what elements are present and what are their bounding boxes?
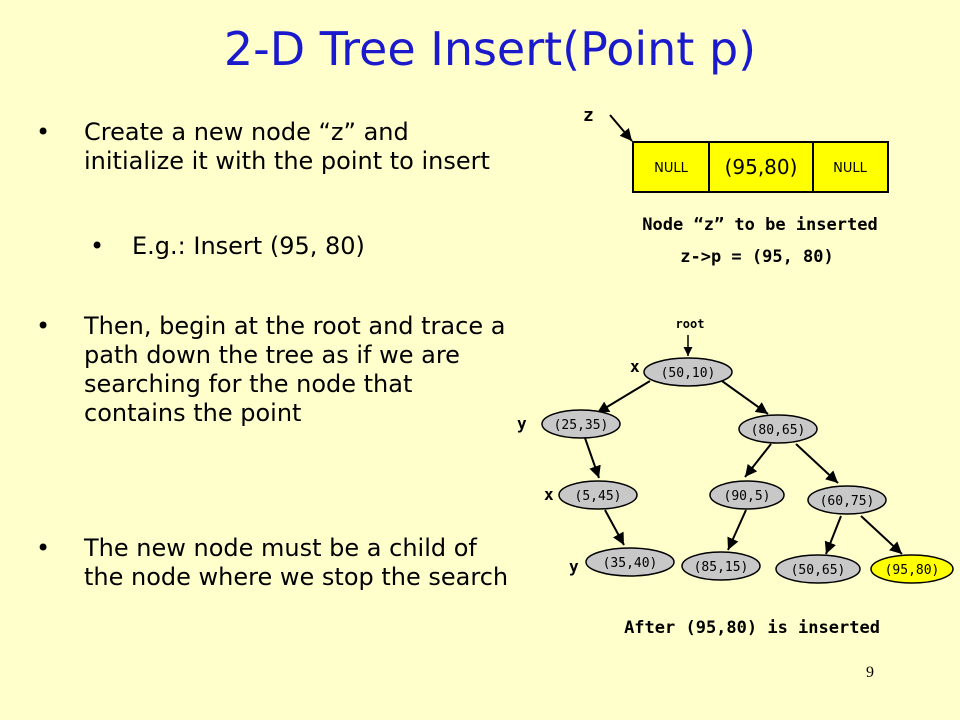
tree-node-label: (50,65) [791, 563, 846, 578]
edge-60-75-to-95-80 [860, 515, 903, 555]
edge-25-35-to-5-45 [584, 437, 601, 479]
tree-node-50-65 [775, 554, 861, 584]
bullet-text: The new node must be a child of the node… [84, 534, 509, 591]
pointer-z-arrow [609, 114, 633, 142]
tree-node-label: (5,45) [575, 489, 622, 504]
tree-node-60-75 [807, 485, 887, 515]
level-label-x: x [630, 357, 640, 376]
edge-90-5-to-85-15 [727, 509, 747, 551]
edge-80-65-to-90-5 [744, 443, 772, 478]
node-z-point: (95,80) [725, 155, 798, 179]
pointer-z-label: z [583, 105, 594, 126]
tree-node-label: (60,75) [820, 494, 875, 509]
tree-node-90-5 [709, 480, 785, 510]
edge-50-10-to-80-65 [721, 380, 769, 415]
tree-node-label: (35,40) [603, 556, 658, 571]
node-z-caption-2: z->p = (95, 80) [680, 247, 834, 267]
edge-60-75-to-50-65 [824, 515, 842, 555]
bullet-dot: • [36, 534, 51, 562]
node-z-left-null: NULL [654, 161, 688, 176]
tree-caption: After (95,80) is inserted [624, 618, 880, 638]
tree-node-label: (90,5) [724, 489, 771, 504]
edge-80-65-to-60-75 [795, 443, 839, 484]
bullet-dot: • [36, 312, 51, 340]
tree-node-label: (80,65) [751, 423, 806, 438]
tree-node-95-80-new [870, 554, 954, 584]
level-label-y: y [569, 557, 579, 576]
node-z-caption-1: Node “z” to be inserted [642, 215, 877, 235]
edge-50-10-to-25-35 [596, 380, 651, 414]
root-label: root [676, 317, 705, 331]
bullet-dot: • [36, 118, 51, 146]
page-number: 9 [866, 664, 874, 681]
node-z-right-null: NULL [833, 161, 867, 176]
bullet-dot: • [90, 232, 105, 260]
tree-node-label: (50,10) [661, 366, 716, 381]
node-z-box [632, 141, 889, 193]
tree-node-label: (25,35) [554, 418, 609, 433]
level-label-x: x [544, 485, 554, 504]
tree-node-25-35 [541, 409, 621, 439]
tree-node-50-10 [643, 357, 733, 387]
tree-node-label: (85,15) [694, 560, 749, 575]
tree-node-35-40 [585, 547, 675, 577]
tree-node-85-15 [681, 551, 761, 581]
bullet-text: Create a new node “z” and initialize it … [84, 118, 490, 175]
bullet-text: E.g.: Insert (95, 80) [132, 232, 365, 260]
edge-5-45-to-35-40 [604, 509, 625, 546]
page-title: 2-D Tree Insert(Point p) [223, 22, 757, 76]
bullet-text: Then, begin at the root and trace a path… [84, 312, 506, 427]
tree-node-label: (95,80) [885, 563, 940, 578]
tree-node-5-45 [558, 480, 638, 510]
level-label-y: y [517, 414, 527, 433]
tree-node-80-65 [738, 414, 818, 444]
